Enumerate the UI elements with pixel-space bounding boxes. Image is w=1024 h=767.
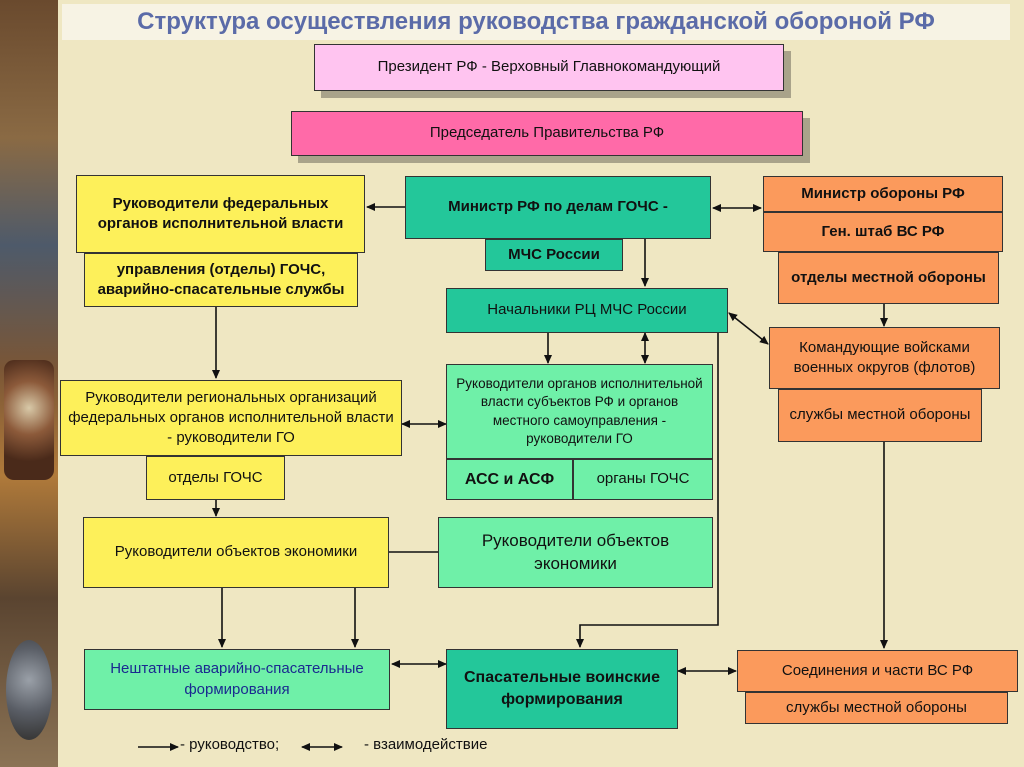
rescue-military-box: Спасательные воинские формирования	[446, 649, 678, 729]
gen-staff-box: Ген. штаб ВС РФ	[763, 212, 1003, 252]
armed-forces-units-box: Соединения и части ВС РФ	[737, 650, 1018, 692]
local-defense-services-box: службы местной обороны	[778, 389, 982, 442]
arrow-rc-to-rescue	[576, 322, 719, 648]
decorative-sidebar	[0, 0, 58, 767]
legend-command-label: - руководство;	[180, 736, 280, 753]
arrow-rc-district	[728, 312, 769, 345]
gochs-depts-box: отделы ГОЧС	[146, 456, 285, 500]
rc-heads-box: Начальники РЦ МЧС России	[446, 288, 728, 333]
federal-heads-box: Руководители федеральных органов исполни…	[76, 175, 365, 253]
nonstaff-units-box: Нештатные аварийно-спасательные формиров…	[84, 649, 390, 710]
page-title: Структура осуществления руководства граж…	[62, 4, 1010, 40]
gochs-bodies-box: органы ГОЧС	[573, 459, 713, 500]
minister-mchs-box: Министр РФ по делам ГОЧС -	[405, 176, 711, 239]
regional-heads-box: Руководители региональных организаций фе…	[60, 380, 402, 456]
econ-heads-left-box: Руководители объектов экономики	[83, 517, 389, 588]
compass-image	[6, 640, 52, 740]
district-commanders-box: Командующие войсками военных округов (фл…	[769, 327, 1000, 389]
econ-heads-mid-box: Руководители объектов экономики	[438, 517, 713, 588]
chairman-box: Председатель Правительства РФ	[291, 111, 803, 156]
local-defense-depts-box: отделы местной обороны	[778, 252, 999, 304]
local-defense-services-2-box: службы местной обороны	[745, 692, 1008, 724]
minister-defense-box: Министр обороны РФ	[763, 176, 1003, 212]
subject-heads-box: Руководители органов исполнительной влас…	[446, 364, 713, 459]
medal-image	[4, 360, 54, 480]
legend-interaction-label: - взаимодействие	[364, 736, 488, 753]
federal-depts-box: управления (отделы) ГОЧС, аварийно-спаса…	[84, 253, 358, 307]
ass-asf-box: АСС и АСФ	[446, 459, 573, 500]
mchs-russia-box: МЧС России	[485, 239, 623, 271]
president-box: Президент РФ - Верховный Главнокомандующ…	[314, 44, 784, 91]
